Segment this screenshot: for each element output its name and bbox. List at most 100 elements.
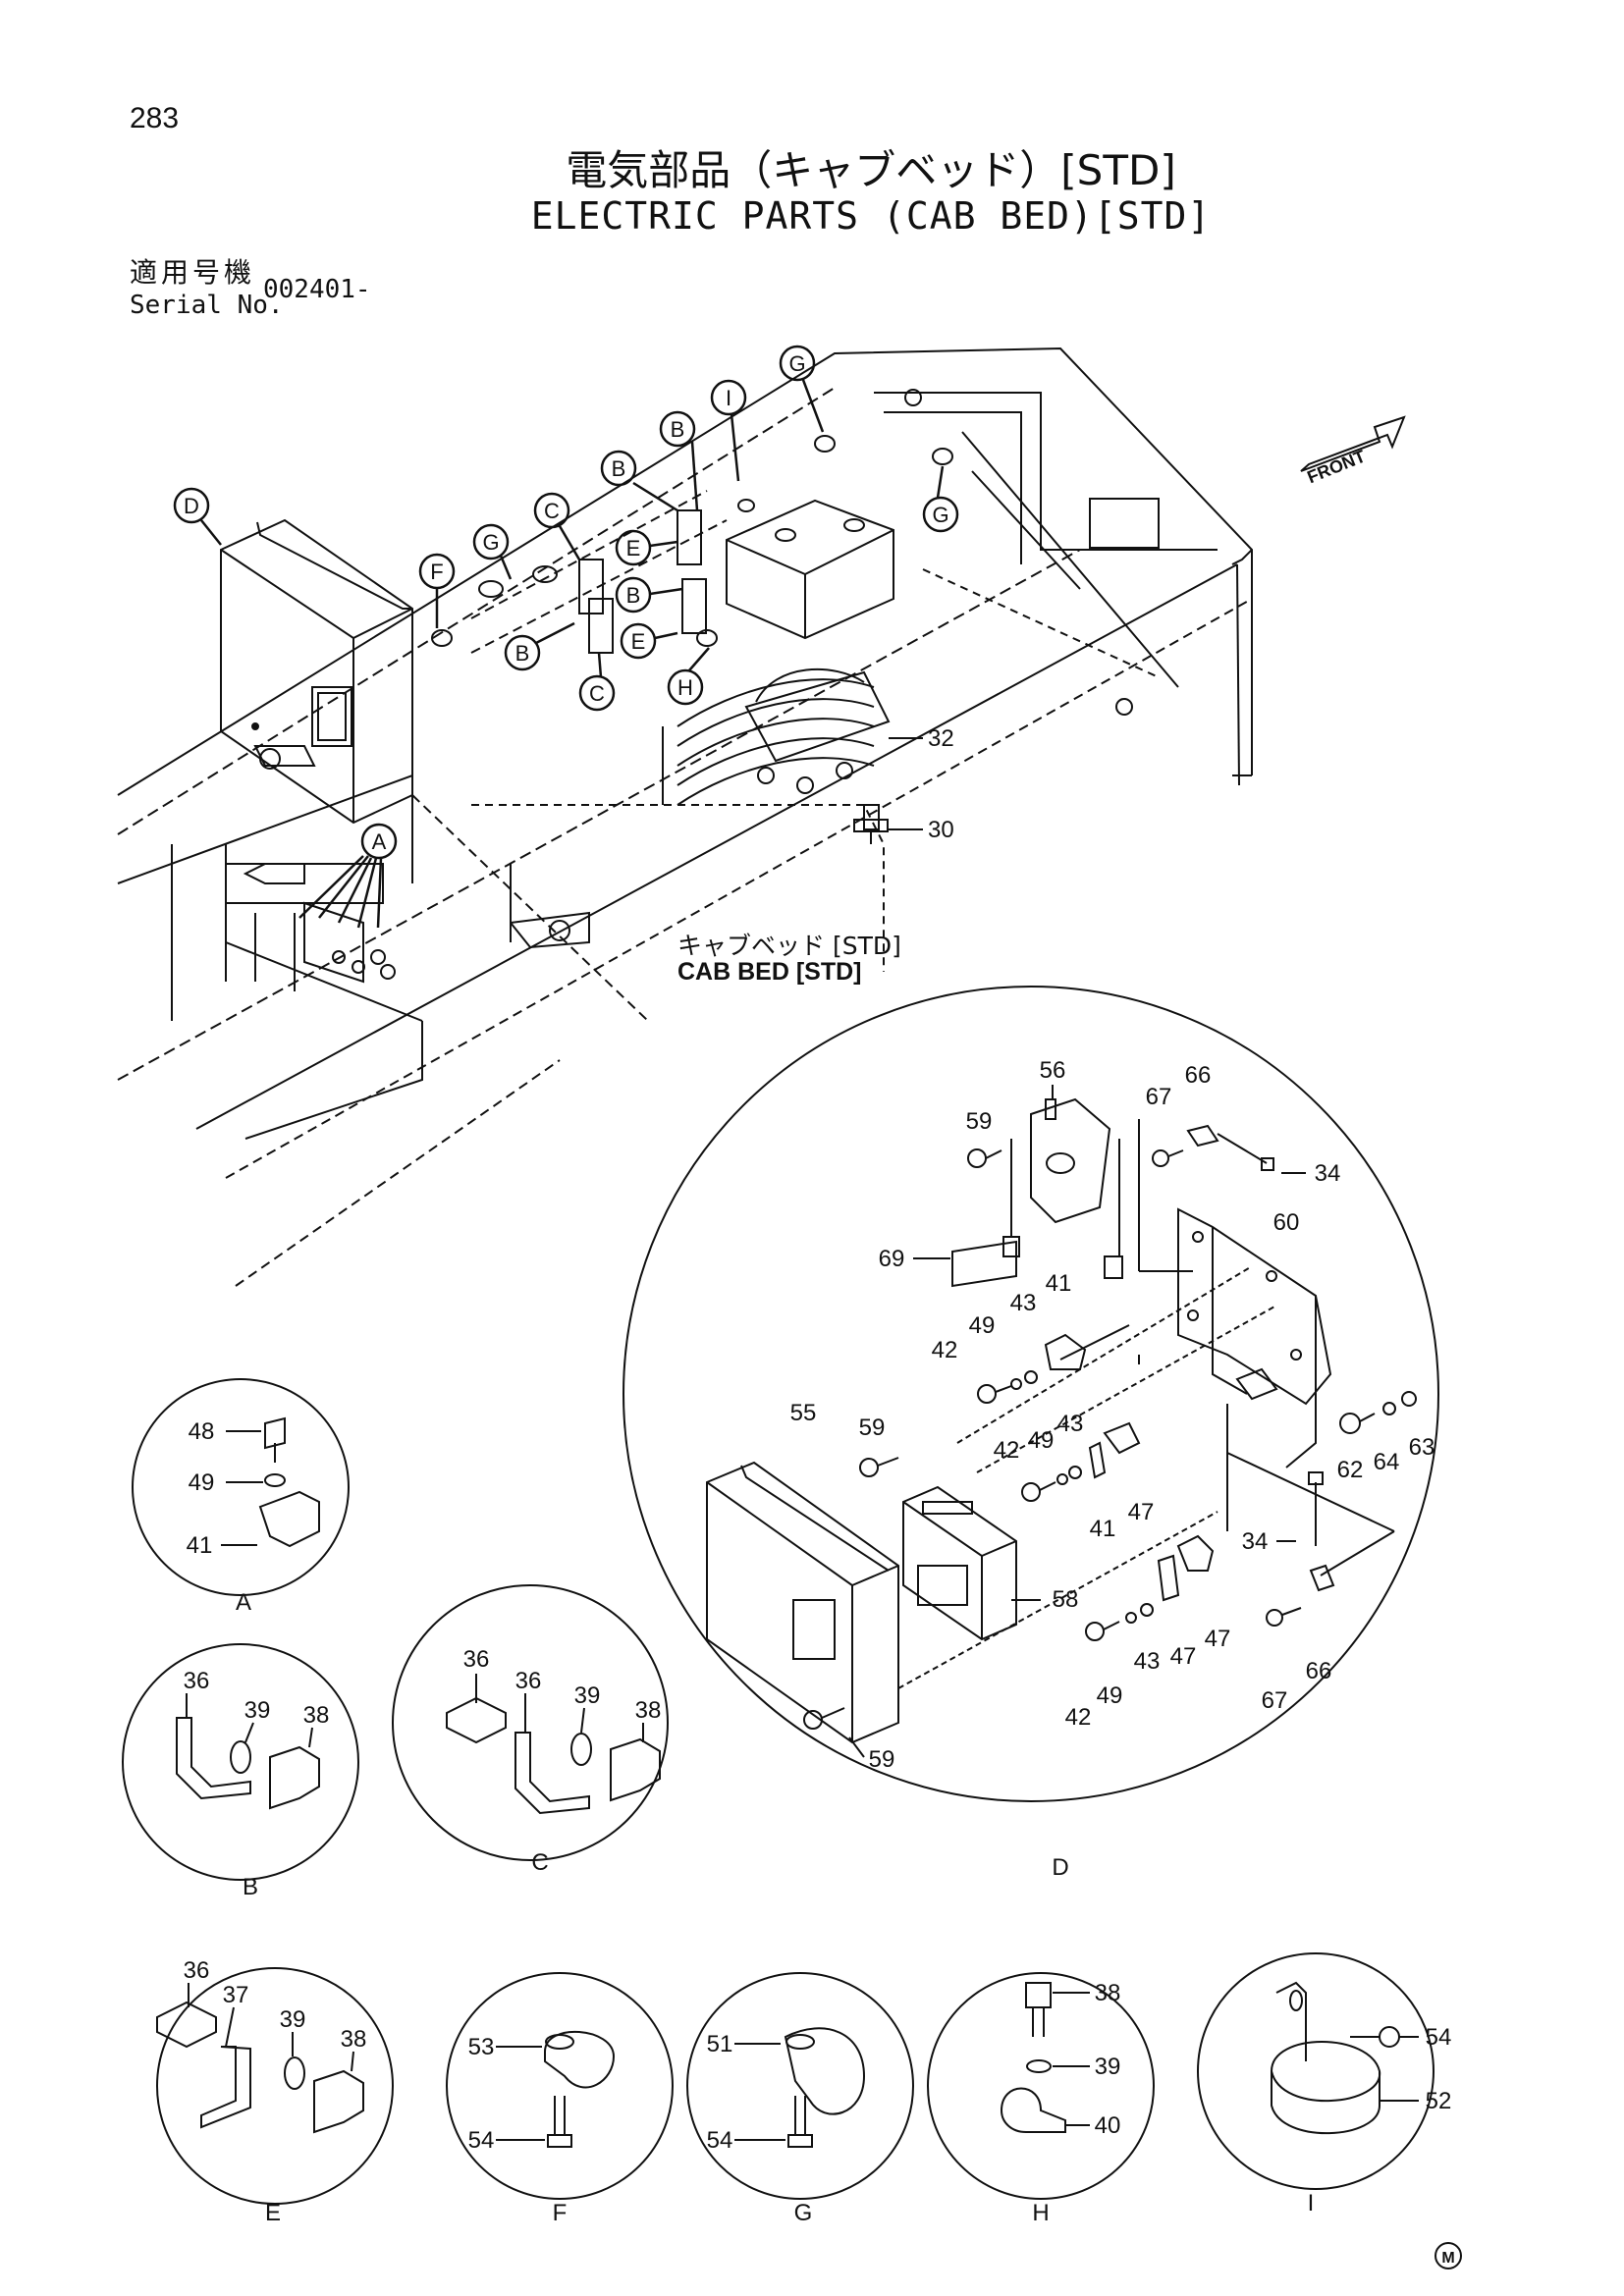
- svg-text:49: 49: [1028, 1427, 1055, 1454]
- svg-text:41: 41: [187, 1532, 213, 1559]
- svg-text:34: 34: [1242, 1528, 1269, 1555]
- svg-text:38: 38: [303, 1702, 330, 1729]
- svg-text:A: A: [372, 829, 387, 854]
- svg-text:51: 51: [707, 2031, 733, 2057]
- detail-c: [392, 1584, 669, 1861]
- svg-text:39: 39: [244, 1697, 271, 1724]
- svg-text:43: 43: [1057, 1411, 1084, 1437]
- connector-block: [225, 863, 396, 991]
- main-callouts: [173, 345, 959, 929]
- svg-text:G: G: [932, 503, 948, 527]
- svg-text:36: 36: [515, 1668, 542, 1694]
- svg-text:59: 59: [966, 1108, 993, 1135]
- svg-text:E: E: [626, 536, 641, 561]
- svg-text:39: 39: [574, 1682, 601, 1709]
- cab-bed-frame: [117, 347, 1253, 1179]
- svg-text:62: 62: [1337, 1457, 1364, 1483]
- svg-text:69: 69: [879, 1246, 905, 1272]
- svg-text:G: G: [788, 351, 805, 376]
- detail-f: [446, 1972, 674, 2200]
- svg-text:47: 47: [1128, 1499, 1155, 1525]
- svg-text:42: 42: [994, 1437, 1020, 1464]
- svg-text:I: I: [1308, 2190, 1315, 2216]
- main-callout-letters: DFG CBC BBE BEH IGG A: [184, 351, 949, 854]
- svg-text:36: 36: [463, 1646, 490, 1673]
- section-subtitle-english: CAB BED [STD]: [677, 958, 862, 986]
- svg-text:42: 42: [932, 1337, 958, 1363]
- svg-text:G: G: [794, 2200, 813, 2226]
- svg-text:E: E: [631, 629, 646, 654]
- svg-text:49: 49: [189, 1469, 215, 1496]
- svg-text:38: 38: [1095, 1980, 1121, 2006]
- svg-text:M: M: [1441, 2250, 1454, 2267]
- svg-text:D: D: [1052, 1854, 1068, 1881]
- svg-text:47: 47: [1170, 1643, 1197, 1670]
- m-mark: M: [1435, 2242, 1462, 2269]
- relay-harness: [662, 667, 891, 844]
- svg-text:C: C: [544, 499, 560, 523]
- svg-text:H: H: [677, 675, 693, 700]
- page-number: 283: [130, 102, 180, 134]
- svg-text:54: 54: [468, 2127, 495, 2154]
- svg-text:41: 41: [1090, 1516, 1116, 1542]
- svg-text:42: 42: [1065, 1704, 1092, 1731]
- svg-text:34: 34: [1315, 1160, 1341, 1187]
- svg-text:39: 39: [280, 2006, 306, 2033]
- svg-text:37: 37: [223, 1982, 249, 2008]
- svg-text:41: 41: [1046, 1270, 1072, 1297]
- section-subtitle-japanese: キャブベッド [STD]: [677, 932, 901, 960]
- svg-text:B: B: [515, 641, 530, 666]
- svg-text:38: 38: [341, 2026, 367, 2053]
- svg-text:49: 49: [969, 1312, 996, 1339]
- detail-b: [122, 1643, 359, 1881]
- svg-text:48: 48: [189, 1418, 215, 1445]
- detail-g: [686, 1972, 914, 2200]
- svg-text:B: B: [612, 456, 626, 481]
- svg-text:E: E: [265, 2200, 281, 2226]
- svg-text:D: D: [184, 494, 199, 518]
- svg-text:G: G: [482, 530, 499, 555]
- main-part-numbers: 32 30: [889, 725, 954, 843]
- svg-text:39: 39: [1095, 2054, 1121, 2080]
- svg-text:59: 59: [859, 1415, 886, 1441]
- front-arrow: FRONT: [1300, 415, 1406, 488]
- svg-text:40: 40: [1095, 2112, 1121, 2139]
- svg-text:67: 67: [1146, 1084, 1172, 1110]
- detail-e: [156, 1967, 394, 2205]
- svg-text:56: 56: [1040, 1057, 1066, 1084]
- svg-text:63: 63: [1409, 1434, 1435, 1461]
- svg-text:60: 60: [1273, 1209, 1300, 1236]
- svg-text:55: 55: [790, 1400, 817, 1426]
- svg-text:43: 43: [1134, 1648, 1161, 1675]
- detail-a: [132, 1378, 350, 1596]
- svg-text:67: 67: [1262, 1687, 1288, 1714]
- svg-text:36: 36: [184, 1668, 210, 1694]
- svg-text:A: A: [236, 1589, 251, 1616]
- svg-text:38: 38: [635, 1697, 662, 1724]
- svg-text:FRONT: FRONT: [1304, 447, 1368, 488]
- svg-text:F: F: [430, 560, 443, 584]
- svg-text:32: 32: [928, 725, 954, 752]
- serial-label-english: Serial No.: [130, 291, 284, 320]
- svg-text:58: 58: [1053, 1586, 1079, 1613]
- svg-text:54: 54: [707, 2127, 733, 2154]
- svg-text:I: I: [726, 386, 731, 410]
- svg-text:49: 49: [1097, 1682, 1123, 1709]
- svg-text:B: B: [671, 417, 685, 442]
- svg-text:54: 54: [1426, 2024, 1452, 2051]
- title-japanese: 電気部品（キャブベッド）[STD]: [566, 146, 1176, 194]
- svg-text:52: 52: [1426, 2088, 1452, 2114]
- svg-text:43: 43: [1010, 1290, 1037, 1316]
- svg-text:C: C: [531, 1849, 548, 1876]
- battery: [726, 499, 894, 640]
- svg-text:B: B: [626, 583, 641, 608]
- svg-text:53: 53: [468, 2034, 495, 2060]
- detail-d: [623, 986, 1439, 1802]
- serial-label-japanese: 適用号機: [130, 256, 256, 289]
- svg-text:F: F: [553, 2200, 568, 2226]
- svg-text:47: 47: [1205, 1626, 1231, 1652]
- svg-text:66: 66: [1185, 1062, 1212, 1089]
